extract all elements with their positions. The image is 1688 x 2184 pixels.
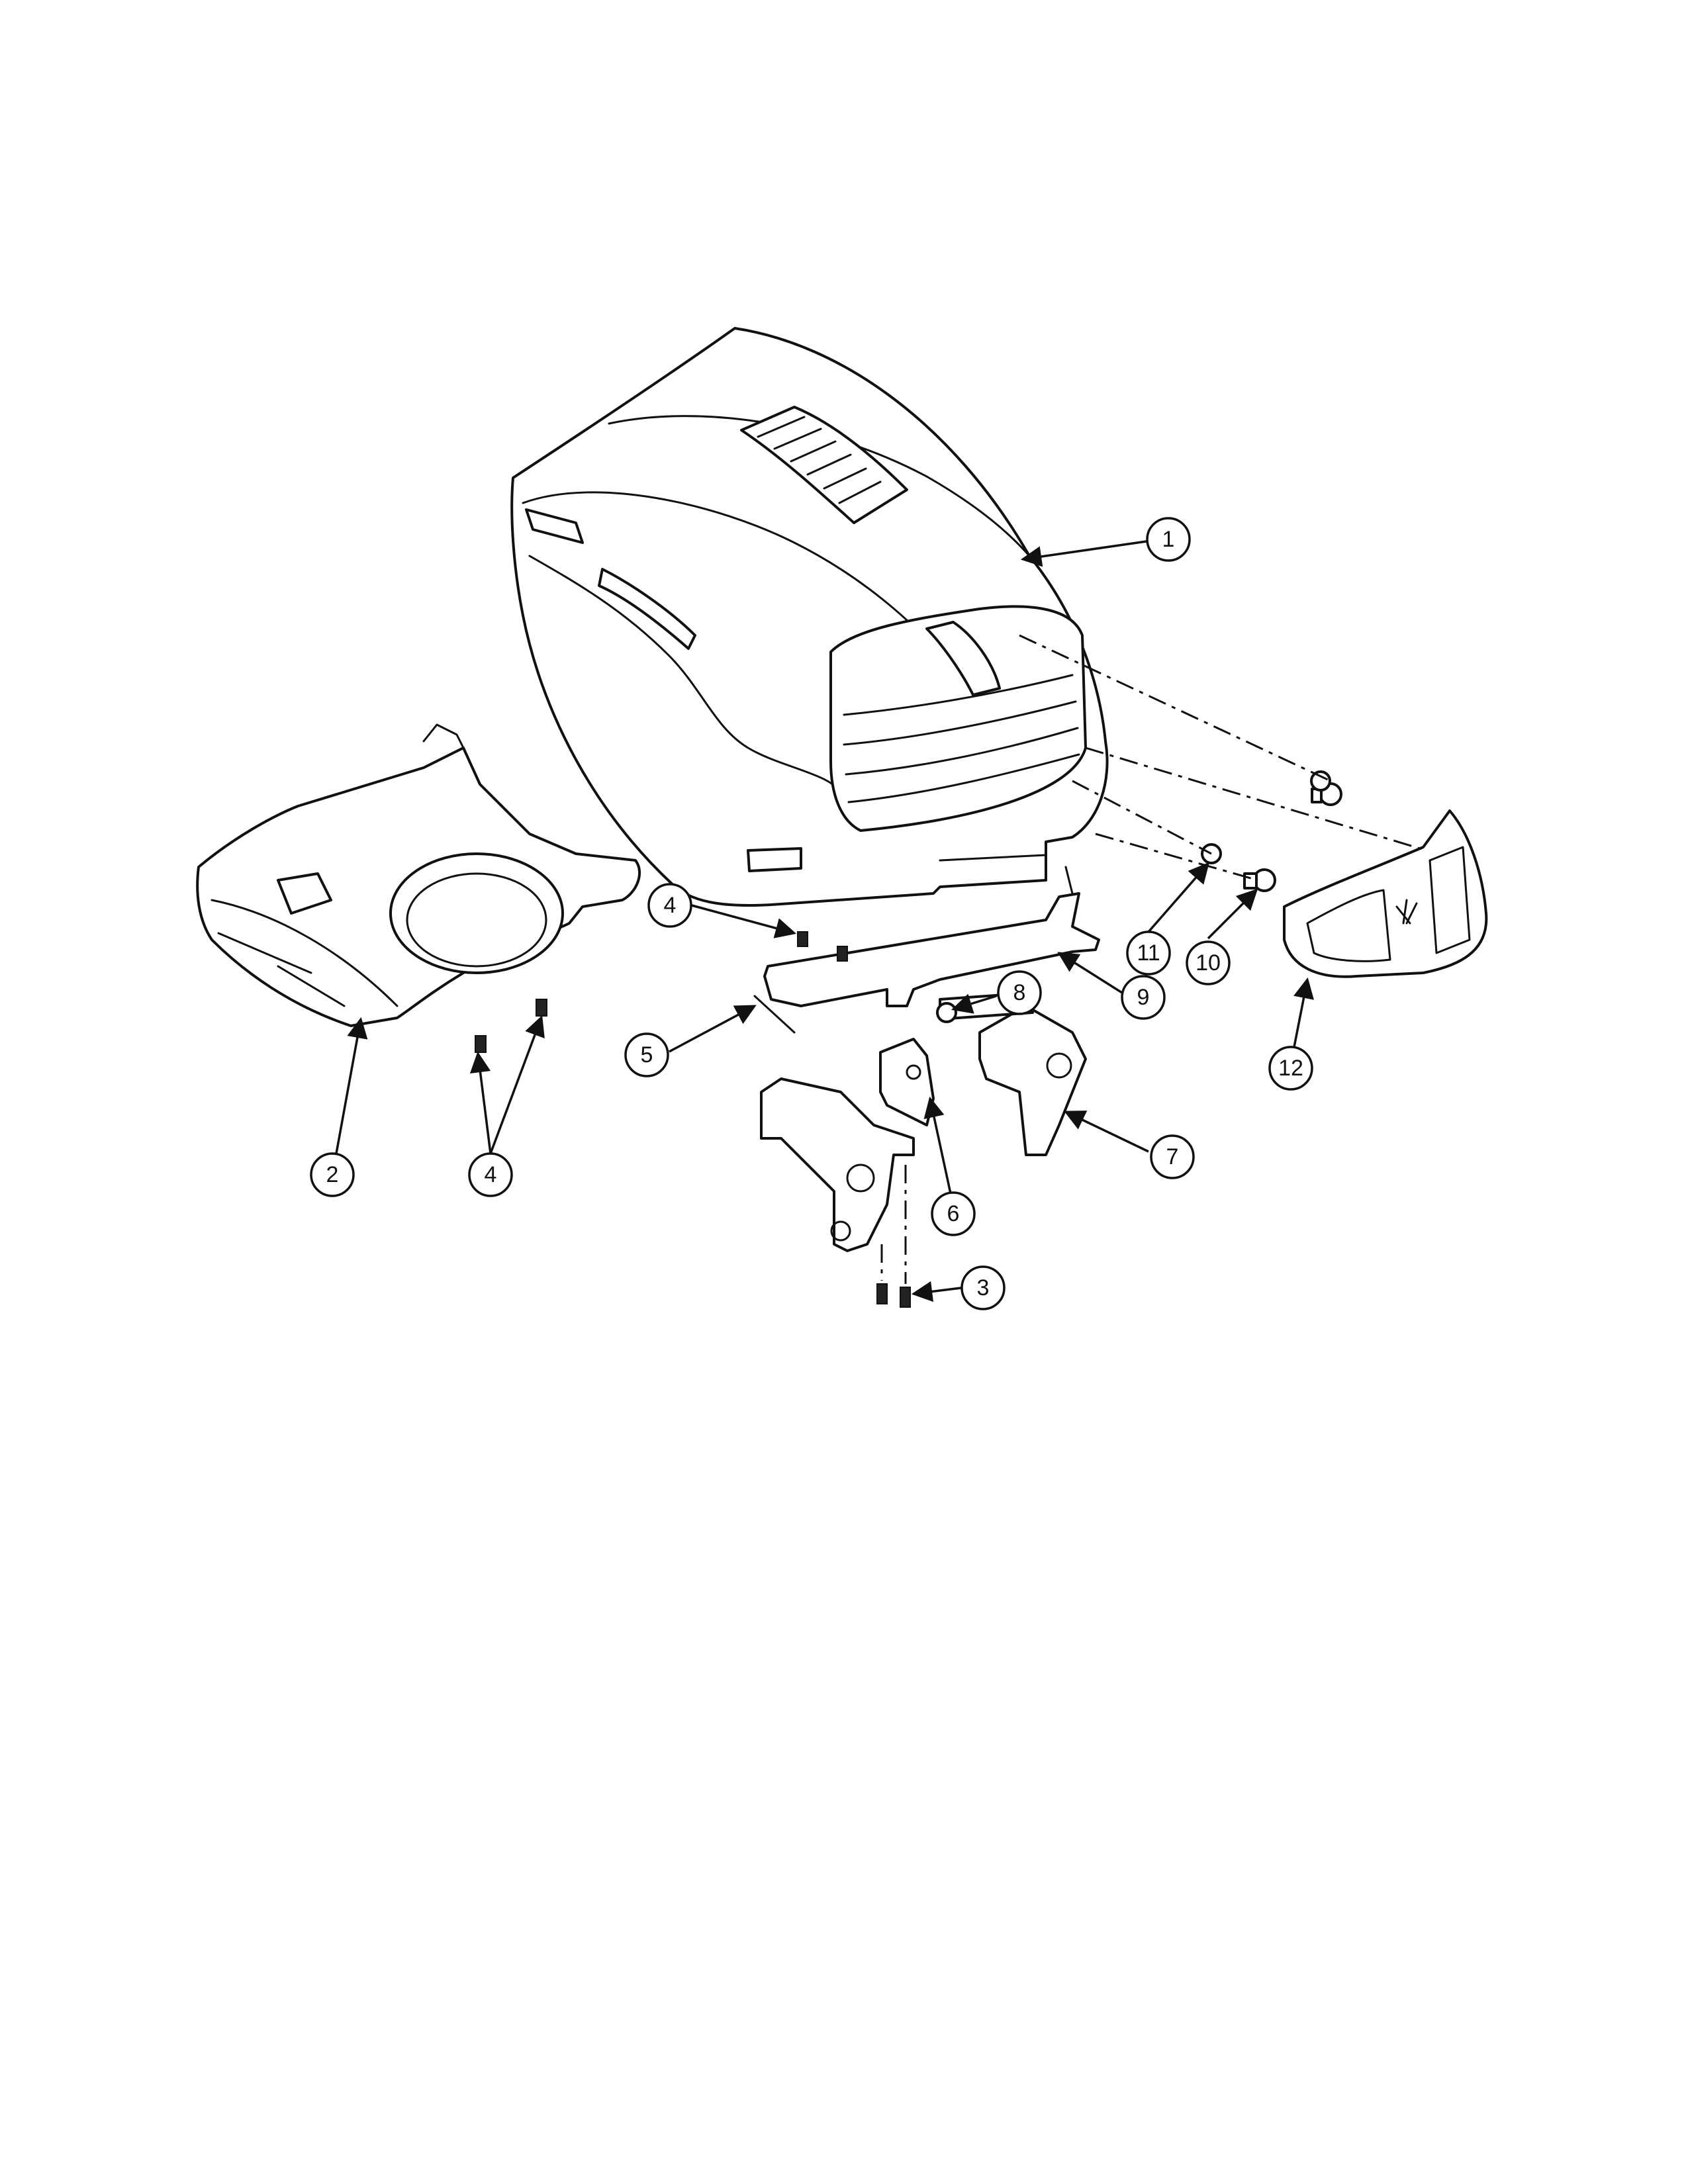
callout-5: 5 xyxy=(624,1032,669,1077)
callout-9-label: 9 xyxy=(1137,985,1150,1010)
callout-5-label: 5 xyxy=(641,1042,653,1068)
callout-12: 12 xyxy=(1268,1046,1313,1091)
hood-vent-slats xyxy=(757,416,882,504)
callout-1-label: 1 xyxy=(1162,527,1175,552)
headlight-bumper-part xyxy=(1201,770,1488,978)
callout-1: 1 xyxy=(1146,517,1191,562)
callout-9: 9 xyxy=(1121,975,1166,1020)
callout-7: 7 xyxy=(1150,1134,1195,1179)
dash-panel-part xyxy=(196,723,641,1027)
callout-6: 6 xyxy=(931,1191,976,1236)
callout-11-label: 11 xyxy=(1137,940,1160,966)
callout-7-label: 7 xyxy=(1166,1144,1179,1169)
callout-12-label: 12 xyxy=(1278,1056,1303,1081)
callout-4-upper-label: 4 xyxy=(664,893,677,918)
callout-4-lower-label: 4 xyxy=(485,1162,497,1187)
callout-3: 3 xyxy=(961,1265,1006,1310)
callout-10: 10 xyxy=(1186,940,1231,985)
assembly-dash-lines xyxy=(1019,634,1427,882)
callout-3-label: 3 xyxy=(977,1275,990,1300)
callout-6-label: 6 xyxy=(947,1201,960,1226)
hood-bracket-parts xyxy=(475,866,1100,1308)
callout-4-upper: 4 xyxy=(647,883,692,928)
callout-8-label: 8 xyxy=(1013,980,1026,1005)
callout-4-lower: 4 xyxy=(468,1152,513,1197)
leader-lines xyxy=(335,540,1315,1302)
hood-part xyxy=(510,327,1109,907)
callout-2: 2 xyxy=(310,1152,355,1197)
callout-2-label: 2 xyxy=(326,1162,339,1187)
callout-11: 11 xyxy=(1126,931,1171,976)
callout-8: 8 xyxy=(997,970,1042,1015)
callout-10-label: 10 xyxy=(1196,950,1221,976)
